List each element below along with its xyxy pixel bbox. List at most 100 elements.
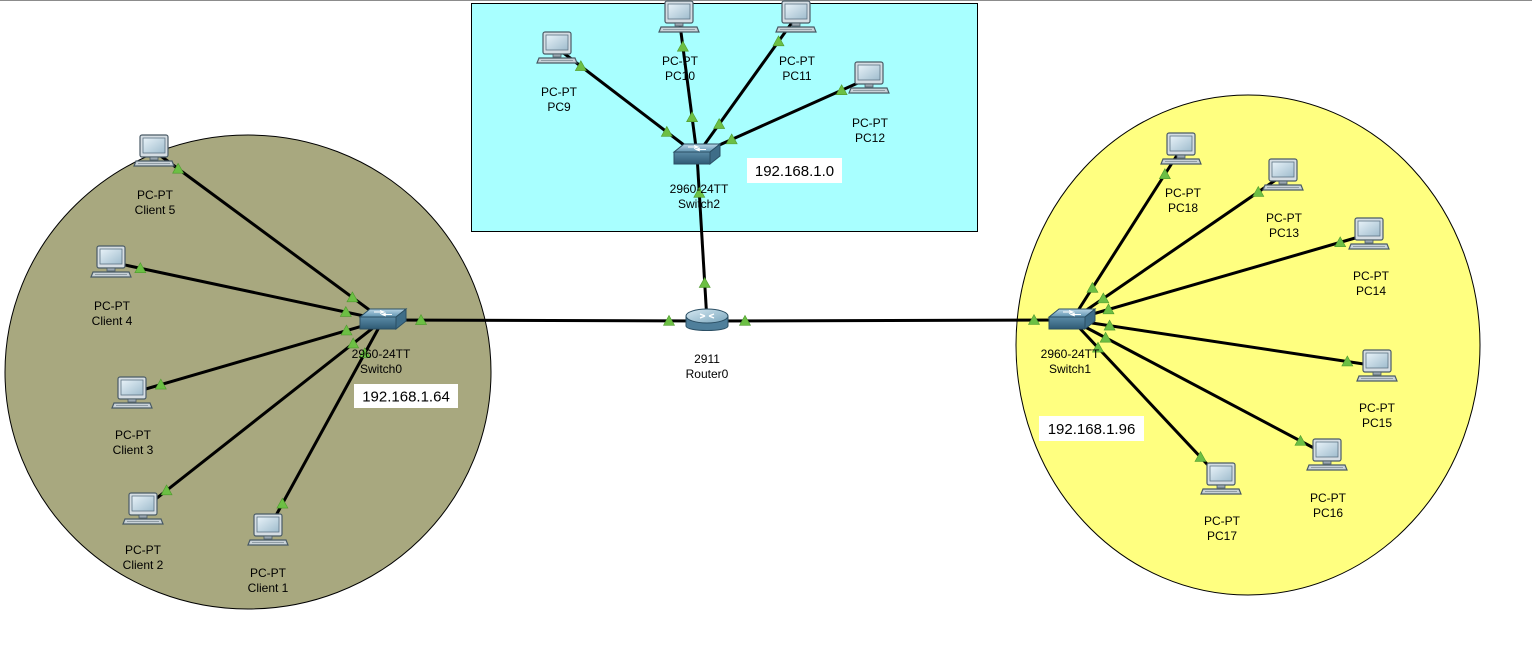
device-model-label: PC-PT xyxy=(662,54,699,68)
link-light-router0-switch1-b xyxy=(1027,313,1041,325)
device-name-label: PC17 xyxy=(1207,529,1237,543)
device-name-label: Client 4 xyxy=(92,314,133,328)
subnet-label-right[interactable]: 192.168.1.96 xyxy=(1039,416,1144,441)
device-model-label: PC-PT xyxy=(137,188,174,202)
device-name-label: PC13 xyxy=(1269,226,1299,240)
switch-icon xyxy=(359,308,407,330)
link-client3-switch0[interactable] xyxy=(131,318,384,395)
device-model-label: PC-PT xyxy=(115,428,152,442)
link-light-client5-switch0-a xyxy=(172,162,185,174)
link-light-client1-switch0-a xyxy=(276,497,289,509)
device-name-label: Client 2 xyxy=(123,558,164,572)
subnet-label-left-box xyxy=(354,384,458,408)
link-light-switch0-router0-b xyxy=(662,314,676,326)
subnet-label-left-text: 192.168.1.64 xyxy=(362,389,450,406)
subnet-label-top-text: 192.168.1.0 xyxy=(755,163,834,180)
link-pc15-switch1[interactable] xyxy=(1071,318,1378,368)
subnet-label-left[interactable]: 192.168.1.64 xyxy=(354,384,458,408)
network-area-right[interactable] xyxy=(1015,94,1481,596)
device-name-label: PC11 xyxy=(782,69,811,83)
link-light-client1-switch0-b xyxy=(358,347,371,359)
device-model-label: PC-PT xyxy=(1353,269,1390,283)
device-name-label: Router0 xyxy=(686,367,729,381)
device-name-label: Client 5 xyxy=(135,203,176,217)
pc-icon xyxy=(111,376,153,409)
device-model-label: PC-PT xyxy=(125,543,162,557)
device-name-label: Client 3 xyxy=(113,443,154,457)
link-pc14-switch1[interactable] xyxy=(1071,232,1370,322)
link-client4-switch0[interactable] xyxy=(110,260,384,322)
device-model-label: PC-PT xyxy=(1204,514,1241,528)
link-light-client4-switch0-b xyxy=(339,305,352,317)
device-name-label: PC9 xyxy=(547,100,571,114)
link-light-router0-switch1-a xyxy=(738,314,752,326)
link-pc10-switch2[interactable] xyxy=(677,16,699,156)
device-name-label: PC12 xyxy=(855,131,885,145)
link-light-pc10-switch2-b xyxy=(686,111,699,123)
link-light-pc10-switch2-a xyxy=(676,40,689,52)
pc-icon xyxy=(247,513,289,546)
pc-icon xyxy=(1356,349,1398,382)
link-light-pc16-switch1-b xyxy=(1099,331,1112,343)
device-model-label: PC-PT xyxy=(1359,401,1396,415)
link-light-pc14-switch1-a xyxy=(1334,236,1347,248)
link-switch0-router0[interactable] xyxy=(382,318,708,323)
device-name-label: PC18 xyxy=(1168,201,1198,215)
link-light-client5-switch0-b xyxy=(346,291,359,303)
switch-icon xyxy=(1048,308,1096,330)
switch-icon xyxy=(673,143,721,165)
pc-icon xyxy=(775,0,817,33)
link-light-pc11-switch2-a xyxy=(772,35,785,47)
device-name-label: PC15 xyxy=(1362,416,1392,430)
link-light-pc9-switch2-b xyxy=(660,125,673,137)
pc-icon xyxy=(1306,438,1348,471)
link-client5-switch0[interactable] xyxy=(153,149,384,322)
pc-icon xyxy=(658,0,700,33)
router-icon xyxy=(685,308,729,332)
link-light-client2-switch0-a xyxy=(160,484,173,496)
link-light-router0-switch2-b xyxy=(693,186,706,198)
device-name-label: PC16 xyxy=(1313,506,1343,520)
link-light-client3-switch0-a xyxy=(154,378,167,390)
link-pc13-switch1[interactable] xyxy=(1071,173,1284,322)
link-client2-switch0[interactable] xyxy=(142,318,384,511)
link-light-pc11-switch2-b xyxy=(713,118,726,129)
subnet-label-top[interactable]: 192.168.1.0 xyxy=(747,158,842,183)
device-model-label: PC-PT xyxy=(779,54,816,68)
device-model-label: PC-PT xyxy=(94,299,131,313)
link-router0-switch2[interactable] xyxy=(695,154,709,322)
device-model-label: 2960-24TT xyxy=(670,182,729,196)
device-model-label: PC-PT xyxy=(1165,186,1202,200)
device-name-label: Switch0 xyxy=(360,362,402,376)
pc-icon xyxy=(122,492,164,525)
link-pc16-switch1[interactable] xyxy=(1071,318,1328,457)
subnet-label-right-text: 192.168.1.96 xyxy=(1048,421,1136,438)
device-model-label: 2960-24TT xyxy=(352,347,411,361)
device-model-label: PC-PT xyxy=(250,566,287,580)
pc-icon xyxy=(1262,158,1304,191)
network-area-left[interactable] xyxy=(4,134,492,610)
link-light-pc13-switch1-b xyxy=(1097,292,1110,304)
link-router0-switch1[interactable] xyxy=(706,318,1073,323)
